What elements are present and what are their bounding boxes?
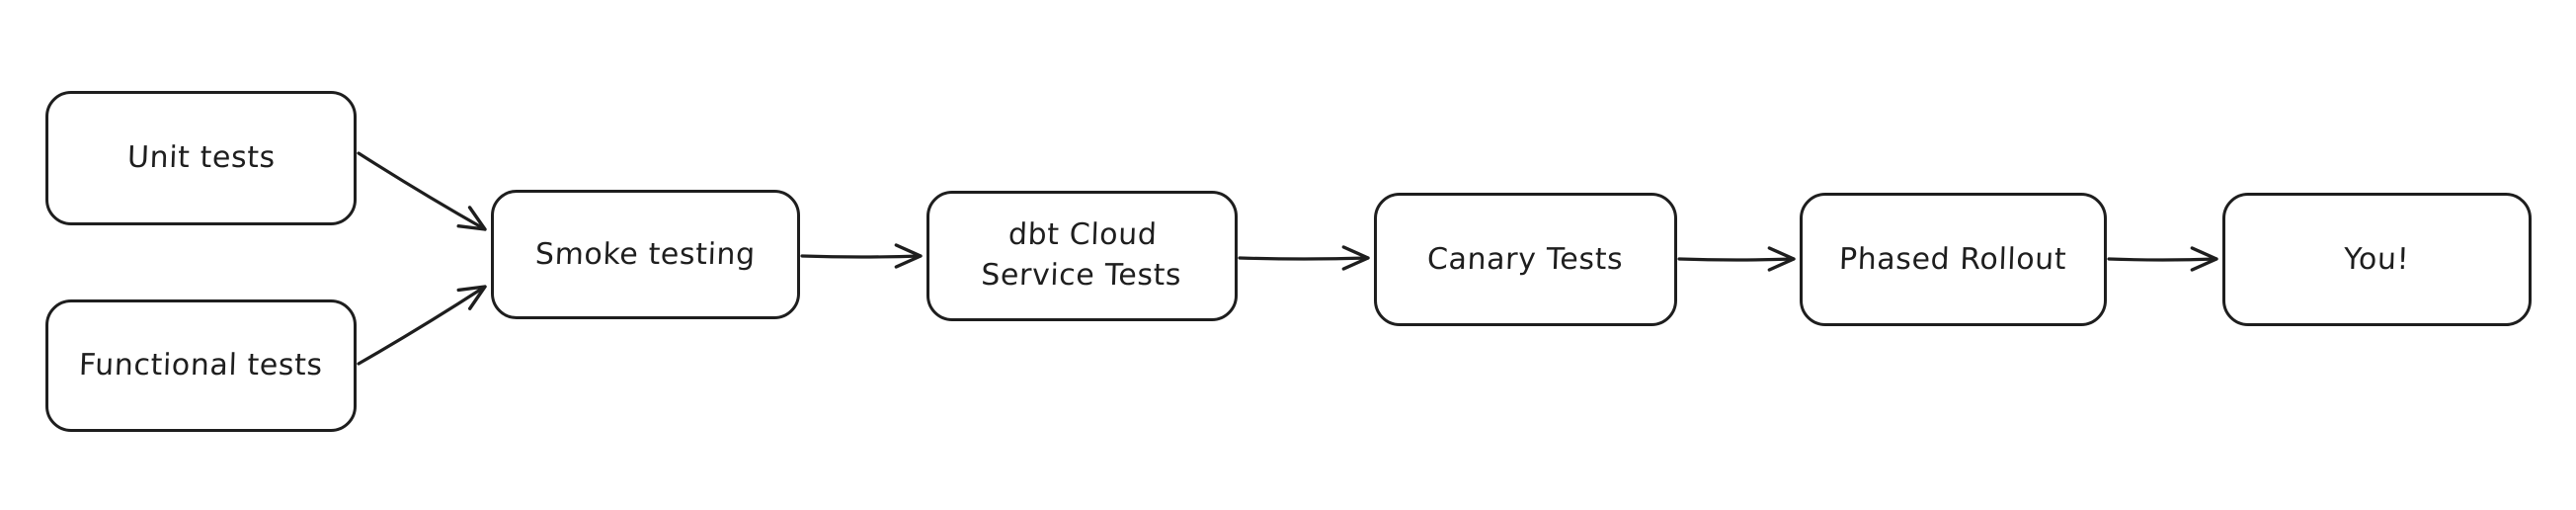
node-unit-tests[interactable]: Unit tests: [45, 91, 357, 225]
node-label-canary-tests: Canary Tests: [1426, 241, 1625, 277]
node-label-phased-rollout: Phased Rollout: [1838, 241, 2068, 277]
arrowhead-icon: [456, 285, 487, 310]
arrowhead-icon: [1767, 246, 1796, 272]
node-you[interactable]: You!: [2222, 193, 2532, 326]
edge-smoke-to-dbt: [800, 243, 923, 269]
arrowhead-icon: [1341, 245, 1370, 271]
node-label-smoke-testing: Smoke testing: [534, 236, 757, 272]
node-label-functional-tests: Functional tests: [78, 348, 324, 383]
node-dbt-cloud-service-tests[interactable]: dbt Cloud Service Tests: [926, 191, 1238, 321]
arrowhead-icon: [2190, 246, 2218, 272]
node-phased-rollout[interactable]: Phased Rollout: [1800, 193, 2107, 326]
edge-dbt-to-canary: [1238, 245, 1370, 271]
node-label-unit-tests: Unit tests: [125, 140, 277, 176]
node-functional-tests[interactable]: Functional tests: [45, 299, 357, 432]
node-canary-tests[interactable]: Canary Tests: [1374, 193, 1677, 326]
edge-canary-to-phased: [1677, 246, 1796, 272]
arrowhead-icon: [456, 206, 487, 231]
edge-functional-to-smoke: [357, 285, 487, 366]
edge-unit-to-smoke: [357, 151, 487, 231]
arrowhead-icon: [894, 243, 923, 269]
node-label-you: You!: [2343, 241, 2411, 277]
edge-phased-to-you: [2107, 246, 2218, 272]
node-smoke-testing[interactable]: Smoke testing: [491, 190, 800, 319]
node-label-dbt-cloud-service-tests: dbt Cloud Service Tests: [980, 217, 1182, 293]
